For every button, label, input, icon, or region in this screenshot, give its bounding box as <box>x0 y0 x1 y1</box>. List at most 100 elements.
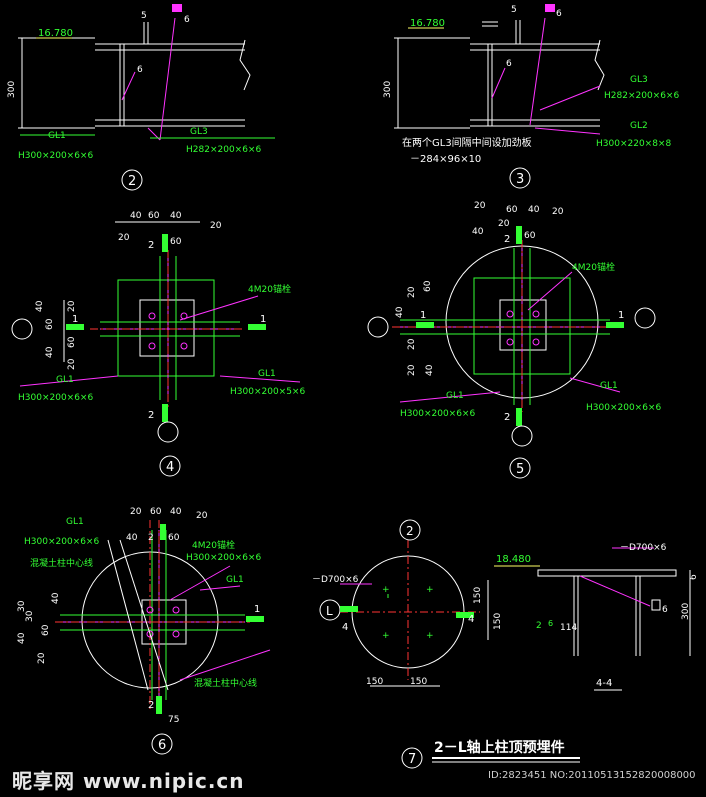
dim: 20 <box>196 511 208 521</box>
section-mark: 2 <box>504 234 510 245</box>
dim: 150 <box>493 613 503 630</box>
detail-4: 40 60 40 20 20 60 2 2 1 1 40 60 60 40 20… <box>11 211 305 477</box>
detail-mark: 6 <box>158 738 166 753</box>
stiffener-note: 在两个GL3间隔中间设加劲板 <box>402 136 532 149</box>
center-line-note: 混凝土柱中心线 <box>194 677 257 689</box>
section-mark: 1 <box>420 310 426 321</box>
dim: 40 <box>528 205 540 215</box>
weld-5: 5 <box>511 5 517 15</box>
dim: 20 <box>407 286 417 298</box>
beam-gl2-spec: H300×220×8×8 <box>596 139 671 149</box>
beam-gl3: GL3 <box>190 127 208 137</box>
section-mark: 1 <box>72 314 78 325</box>
dim: 60 <box>168 533 180 543</box>
dim: 60 <box>150 507 162 517</box>
section-mark: 2 <box>504 412 510 423</box>
dim: 20 <box>474 201 486 211</box>
dim: 60 <box>524 231 536 241</box>
dim: 40 <box>472 227 484 237</box>
svg-text:+: + <box>382 585 390 595</box>
stiffener-spec: －284×96×10 <box>410 154 481 165</box>
drawing-title: 7 2－L轴上柱顶预埋件 <box>401 739 580 769</box>
dim-300: 300 <box>681 603 691 620</box>
section-mark: 1 <box>618 310 624 321</box>
dim: 20 <box>210 221 222 231</box>
beam-gl1-spec: H300×200×6×6 <box>18 393 93 403</box>
dim: 60 <box>67 336 77 348</box>
detail-7: + + + + 2 L －D700×6 4 4 150 150 150 150 <box>312 519 503 687</box>
dim: 40 <box>170 211 182 221</box>
center-line-note: 混凝土柱中心线 <box>30 557 93 569</box>
dim: 60 <box>170 237 182 247</box>
detail-2: 16.780 300 5 6 6 GL1 H300×200×6×6 GL3 H2… <box>7 4 275 191</box>
elevation-label: 16.780 <box>410 18 445 29</box>
weld-6a: 6 <box>556 9 562 19</box>
dim: 20 <box>498 219 510 229</box>
watermark-id: ID:2823451 NO:20110513152820008000 <box>488 770 696 781</box>
section-4-4: 18.480 －D700×6 6 300 6 114 2 6 4-4 <box>494 543 699 691</box>
dim: 40 <box>126 533 138 543</box>
dim: 30 <box>17 600 27 612</box>
dim: 150 <box>410 677 427 687</box>
beam-gl1-spec: H300×200×6×6 <box>24 537 99 547</box>
beam-gl1: GL1 <box>258 369 276 379</box>
beam-gl1-spec: H300×200×6×6 <box>586 403 661 413</box>
anchor-bolt-label: 4M20锚栓 <box>248 283 291 295</box>
dim: 20 <box>407 338 417 350</box>
plate-spec: －D700×6 <box>312 575 359 585</box>
beam-gl3-spec: H282×200×6×6 <box>186 145 261 155</box>
elevation-label: 16.780 <box>38 28 73 39</box>
detail-6: 20 60 40 20 40 2 60 GL1 H300×200×6×6 混凝土… <box>17 507 271 755</box>
beam-gl1-spec: H300×200×5×6 <box>230 387 305 397</box>
dim: 20 <box>552 207 564 217</box>
dim: 20 <box>67 300 77 312</box>
drawing-title-text: 2－L轴上柱顶预埋件 <box>434 739 565 756</box>
beam-gl1: GL1 <box>56 375 74 385</box>
dim: 60 <box>148 211 160 221</box>
dim: 20 <box>407 364 417 376</box>
beam-spec: H300×200×6×6 <box>186 553 261 563</box>
beam-gl1: GL1 <box>600 381 618 391</box>
section-mark: 1 <box>254 604 260 615</box>
dim: 2 <box>148 533 154 543</box>
detail-mark: 3 <box>516 172 524 187</box>
beam-gl1: GL1 <box>446 391 464 401</box>
anchor-bolt-label: 4M20锚栓 <box>572 261 615 273</box>
dim: 60 <box>45 318 55 330</box>
dim-300: 300 <box>7 81 17 98</box>
detail-mark: 7 <box>408 752 416 767</box>
dim: 60 <box>41 624 51 636</box>
section-mark: 2 <box>148 410 154 421</box>
elevation-label: 18.480 <box>496 554 531 565</box>
dim: 20 <box>118 233 130 243</box>
dim: 150 <box>366 677 383 687</box>
dim: 40 <box>130 211 142 221</box>
dim: 40 <box>395 306 405 318</box>
weld-6a: 6 <box>184 15 190 25</box>
axis-mark: L <box>326 604 333 618</box>
dim: 114 <box>560 623 577 633</box>
beam-gl2: GL2 <box>630 121 648 131</box>
dim: 150 <box>473 587 483 604</box>
svg-text:+: + <box>382 631 390 641</box>
dim: 30 <box>25 610 35 622</box>
section-mark: 2 <box>148 240 154 251</box>
anchor-bolt-label: 4M20锚栓 <box>192 539 235 551</box>
section-mark: 1 <box>260 314 266 325</box>
dim: 6 <box>689 574 699 580</box>
dim: 75 <box>168 715 179 725</box>
svg-text:+: + <box>426 585 434 595</box>
beam-gl3: GL3 <box>630 75 648 85</box>
dim: 20 <box>37 652 47 664</box>
beam-gl1: GL1 <box>226 575 244 585</box>
svg-text:+: + <box>426 631 434 641</box>
detail-mark: 2 <box>128 174 136 189</box>
weld-6b: 6 <box>506 59 512 69</box>
weld-mark: 2 <box>536 621 542 631</box>
section-mark: 2 <box>148 700 154 711</box>
watermark-brand: 昵享网 www.nipic.cn <box>12 769 245 793</box>
beam-gl1: GL1 <box>66 517 84 527</box>
beam-gl1: GL1 <box>48 131 66 141</box>
dim: 40 <box>35 300 45 312</box>
section-mark: 4 <box>468 614 474 625</box>
